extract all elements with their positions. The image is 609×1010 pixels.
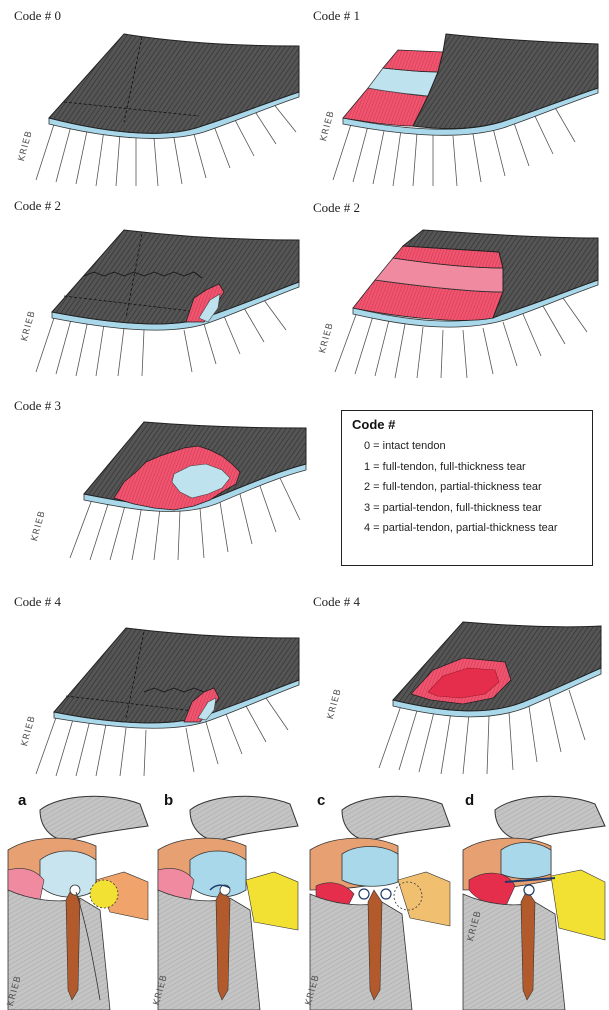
legend-item-code-0: 0 = intact tendon xyxy=(364,440,446,452)
panel-label-code-1: Code # 1 xyxy=(313,8,360,23)
panel-label-code-2a: Code # 2 xyxy=(14,198,61,213)
legend-item-code-2: 2 = full-tendon, partial-thickness tear xyxy=(364,481,542,493)
panel-label-code-4b: Code # 4 xyxy=(313,594,360,609)
legend-item-code-3: 3 = partial-tendon, full-thickness tear xyxy=(364,501,542,514)
panel-code-2b-illustration xyxy=(313,214,603,379)
shoulder-illustration-a xyxy=(0,790,152,1010)
fiber-lines xyxy=(35,101,297,187)
subfigure-letter-b: b xyxy=(164,792,174,809)
legend-title: Code # xyxy=(352,417,396,432)
legend-item-code-4: 4 = partial-tendon, partial-thickness te… xyxy=(364,522,558,534)
panel-code-4b-illustration xyxy=(313,608,603,778)
panel-code-4a-illustration xyxy=(14,608,304,778)
shoulder-illustration-b xyxy=(150,790,302,1010)
subfigure-letter-a: a xyxy=(18,792,27,809)
legend-box: Code # 0 = intact tendon 1 = full-tendon… xyxy=(341,410,593,566)
subfigure-letter-c: c xyxy=(317,792,326,809)
subfigure-letter-d: d xyxy=(465,792,475,809)
panel-label-code-0: Code # 0 xyxy=(14,8,61,23)
panel-label-code-2b: Code # 2 xyxy=(313,200,360,215)
panel-label-code-4a: Code # 4 xyxy=(14,594,61,609)
legend-item-code-1: 1 = full-tendon, full-thickness tear xyxy=(364,460,526,473)
panel-code-3-illustration xyxy=(14,412,314,562)
panel-label-code-3: Code # 3 xyxy=(14,398,61,413)
shoulder-illustration-d xyxy=(455,790,609,1010)
shoulder-illustration-c xyxy=(302,790,454,1010)
panel-code-1-illustration xyxy=(313,22,603,187)
panel-code-0-illustration xyxy=(14,22,304,187)
panel-code-2a-illustration xyxy=(14,212,304,377)
